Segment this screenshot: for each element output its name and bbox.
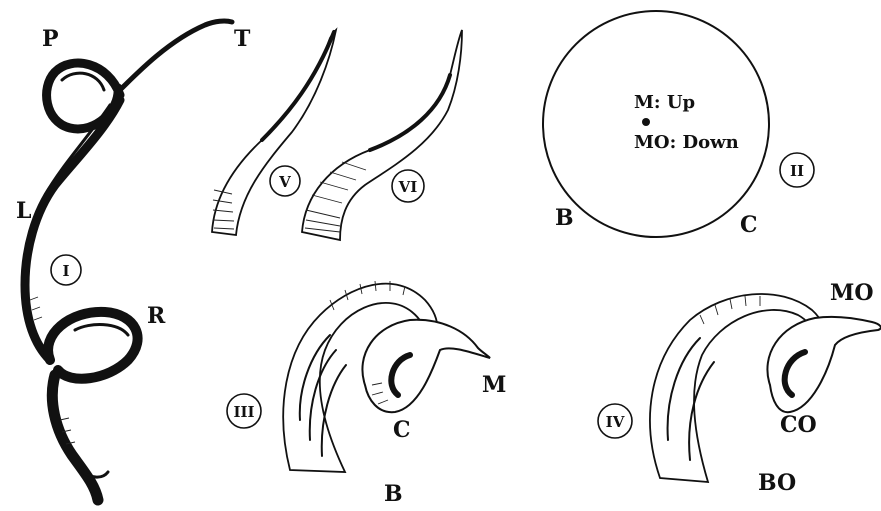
label-co: CO	[780, 412, 817, 438]
label-mo-fig4: MO	[830, 280, 874, 306]
figure-2-circle	[543, 11, 769, 237]
legend-m-up: M: Up	[634, 92, 695, 113]
label-bo: BO	[758, 470, 796, 496]
numeral-6: VI	[398, 178, 418, 196]
numeral-badge-4: IV	[598, 404, 632, 438]
label-c-fig3: C	[393, 417, 411, 443]
numeral-1: I	[62, 262, 69, 280]
numeral-badge-5: V	[270, 166, 300, 196]
numeral-badge-1: I	[51, 255, 81, 285]
figure-1-tendril	[25, 21, 232, 500]
numeral-5: V	[278, 173, 291, 191]
numeral-3: III	[233, 403, 254, 421]
label-c-fig2: C	[740, 212, 758, 238]
numeral-badge-2: II	[780, 153, 814, 187]
numeral-4: IV	[606, 413, 625, 431]
label-m-fig3: M	[482, 372, 506, 398]
label-p: P	[42, 26, 59, 52]
figure-4-horn	[650, 294, 881, 482]
label-t: T	[234, 26, 251, 52]
label-l: L	[16, 198, 31, 224]
legend-mo-down: MO: Down	[634, 132, 739, 153]
label-r: R	[147, 303, 166, 329]
figure-3-horn	[283, 281, 490, 472]
label-b-fig3: B	[384, 481, 403, 507]
numeral-2: II	[790, 162, 804, 180]
label-b-fig2: B	[555, 205, 574, 231]
center-dot	[642, 118, 650, 126]
numeral-badge-3: III	[227, 394, 261, 428]
numeral-badge-6: VI	[392, 170, 424, 202]
